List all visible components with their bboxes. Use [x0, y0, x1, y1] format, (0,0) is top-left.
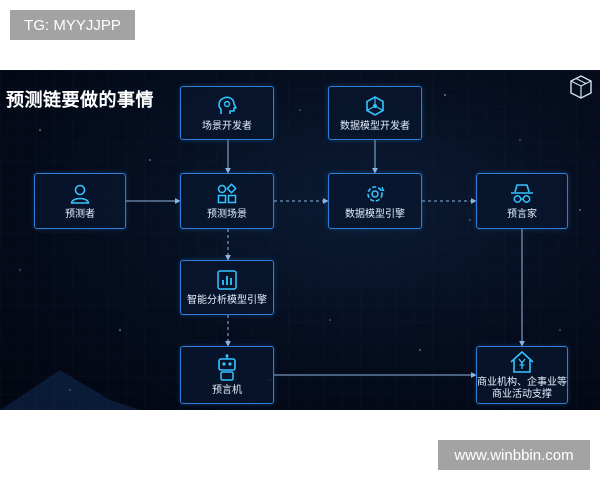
house-yen-icon [510, 350, 534, 373]
node-label: 数据模型开发者 [340, 120, 410, 132]
hat-glasses-icon [511, 183, 533, 203]
cube-logo-icon [570, 75, 592, 99]
robot-icon [218, 353, 236, 381]
node-label: 数据模型引擎 [345, 208, 405, 220]
bar-chart-icon [217, 270, 237, 290]
node-ai-analysis-engine: 智能分析模型引擎 [180, 260, 274, 315]
node-label: 预测者 [65, 208, 95, 220]
node-label: 智能分析模型引擎 [187, 295, 267, 306]
node-label: 场景开发者 [202, 120, 252, 132]
diagram-slide: 预测链要做的事情 场景开发者 数据模型开发者 预测者 [0, 70, 600, 410]
node-scene-developer: 场景开发者 [180, 86, 274, 140]
node-model-engine: 数据模型引擎 [328, 173, 422, 229]
node-model-developer: 数据模型开发者 [328, 86, 422, 140]
shapes-grid-icon [217, 182, 237, 203]
node-business-institutions: 商业机构、企事业等 商业活动支撑 [476, 346, 568, 404]
watermark-bottom: www.winbbin.com [438, 440, 590, 470]
node-label-line2: 商业活动支撑 [492, 388, 552, 400]
network-cube-icon [366, 95, 384, 116]
person-icon [70, 184, 90, 204]
node-oracle: 预言机 [180, 346, 274, 404]
diagram-canvas [0, 70, 600, 410]
node-label: 预言机 [212, 384, 242, 396]
watermark-top: TG: MYYJJPP [10, 10, 135, 40]
node-prophet: 预言家 [476, 173, 568, 229]
node-label: 预言家 [507, 208, 537, 220]
slide-title: 预测链要做的事情 [6, 90, 154, 111]
node-predictor: 预测者 [34, 173, 126, 229]
node-prediction-scene: 预测场景 [180, 173, 274, 229]
node-label-line1: 商业机构、企事业等 [477, 376, 567, 388]
light-beam [0, 370, 140, 410]
node-label: 预测场景 [207, 208, 247, 220]
gear-cycle-icon [367, 185, 385, 202]
head-gear-icon [218, 96, 237, 114]
